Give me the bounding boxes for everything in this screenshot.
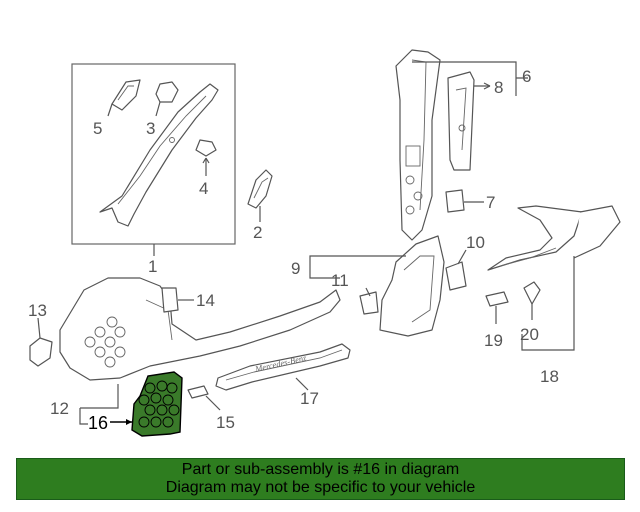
b-pillar-inner-trim-8[interactable] xyxy=(447,71,475,171)
callout-3: 3 xyxy=(146,119,155,138)
front-lower-trim[interactable] xyxy=(59,277,341,381)
callout-20: 20 xyxy=(520,325,539,344)
callout-14: 14 xyxy=(196,291,215,310)
callout-10: 10 xyxy=(466,233,485,252)
part-16-hex-pattern xyxy=(138,380,180,428)
callout-8: 8 xyxy=(494,78,503,97)
part-20[interactable] xyxy=(523,281,541,320)
a-pillar-clip-hole xyxy=(169,137,175,143)
banner-line-1: Part or sub-assembly is #16 in diagram xyxy=(181,461,460,478)
front-trim-vent-grille xyxy=(84,316,126,368)
callout-2: 2 xyxy=(253,223,262,242)
clip-3[interactable] xyxy=(155,81,179,103)
callout-15: 15 xyxy=(216,413,235,432)
banner-line-2: Diagram may not be specific to your vehi… xyxy=(165,479,476,496)
clip-5[interactable] xyxy=(111,79,141,111)
rear-sill-trim[interactable] xyxy=(487,205,621,271)
callout-19: 19 xyxy=(484,331,503,350)
callout-16-highlighted: 16 xyxy=(88,413,108,433)
b-pillar-trim[interactable] xyxy=(395,49,441,241)
part-11[interactable] xyxy=(359,287,379,315)
callout-18: 18 xyxy=(540,367,559,386)
callout-5: 5 xyxy=(93,119,102,138)
callout-1: 1 xyxy=(148,257,157,276)
part-15[interactable] xyxy=(187,385,221,411)
callout-13: 13 xyxy=(28,301,47,320)
callout-labels: 1 2 3 4 5 6 7 8 9 10 11 12 13 14 15 16 1… xyxy=(28,67,559,433)
callout-4: 4 xyxy=(199,179,208,198)
callout-9: 9 xyxy=(291,259,300,278)
part-10[interactable] xyxy=(445,249,467,291)
part-info-banner: Part or sub-assembly is #16 in diagram D… xyxy=(16,458,625,500)
callout-11: 11 xyxy=(331,271,349,290)
callout-12: 12 xyxy=(50,399,69,418)
part-14[interactable] xyxy=(161,287,194,313)
a-pillar-trim[interactable] xyxy=(99,83,219,227)
part-16-highlighted[interactable] xyxy=(110,371,183,437)
part-7[interactable] xyxy=(445,189,484,213)
callout-6: 6 xyxy=(522,67,531,86)
part-2[interactable] xyxy=(247,169,273,222)
part-group-1 xyxy=(71,63,236,256)
clip-4[interactable] xyxy=(195,139,217,157)
a-pillar-edge xyxy=(117,95,207,205)
callout-17: 17 xyxy=(300,389,319,408)
part-19[interactable] xyxy=(485,291,509,324)
part-13[interactable] xyxy=(29,317,53,367)
c-pillar-lower-trim[interactable] xyxy=(379,235,445,337)
door-sill-plate[interactable]: Mercedes-Benz xyxy=(215,343,351,391)
callout-7: 7 xyxy=(486,193,495,212)
